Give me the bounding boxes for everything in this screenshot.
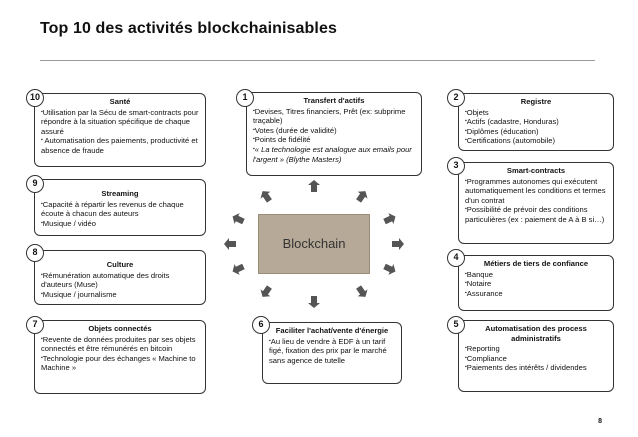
arrow-icon [231,262,245,276]
box-item: ▪Utilisation par la Sécu de smart-contra… [41,107,199,136]
badge-4: 4 [447,249,465,267]
box-item: ▪Objets [465,107,489,117]
box-item: ▪Rémunération automatique des droits d'a… [41,270,170,290]
arrow-icon [355,284,369,299]
box-heading: Métiers de tiers de confiance [483,259,589,268]
box-item: ▪Diplômes (éducation) [465,126,539,136]
badge-10: 10 [26,89,44,107]
box-item: ▪Musique / vidéo [41,218,96,228]
arrow-icon [391,237,405,251]
box-objets-connectes: Objets connectés ▪Revente de données pro… [34,320,206,394]
badge-2: 2 [447,89,465,107]
box-culture: Culture ▪Rémunération automatique des dr… [34,250,206,305]
arrow-icon [355,189,369,204]
box-item: ▪Devises, Titres financiers, Prêt (ex: s… [253,106,406,126]
box-transfert-actifs: Transfert d'actifs ▪Devises, Titres fina… [246,92,422,176]
box-streaming: Streaming ▪Capacité à répartir les reven… [34,179,206,236]
box-item: ▪Actifs (cadastre, Honduras) [465,117,559,127]
box-item: ▪Compliance [465,353,507,363]
box-registre: Registre ▪Objets ▪Actifs (cadastre, Hond… [458,93,614,151]
arrow-icon [223,237,237,251]
badge-3: 3 [447,157,465,175]
box-item: ▪Revente de données produites par ses ob… [41,334,196,354]
badge-9: 9 [26,175,44,193]
box-item: ▪Musique / journalisme [41,289,117,299]
arrow-icon [259,189,273,204]
arrow-icon [231,212,245,226]
arrow-icon [307,179,321,193]
box-heading: Santé [109,97,131,106]
box-heading: Transfert d'actifs [303,96,365,105]
badge-6: 6 [252,316,270,334]
box-smart-contracts: Smart-contracts ▪Programmes autonomes qu… [458,162,614,244]
box-item: ▪Programmes autonomes qui exécutent auto… [465,176,606,205]
blockchain-center-box: Blockchain [258,214,370,274]
box-item: ▪Au lieu de vendre à EDF à un tarif figé… [269,336,387,365]
box-item: ▪Certifications (automobile) [465,136,555,146]
box-item: ▪Notaire [465,279,492,289]
box-heading: Culture [106,260,134,269]
box-heading: Automatisation des process administratif… [485,324,587,343]
arrow-icon [383,262,397,276]
page-number: 8 [598,418,602,425]
box-automatisation: Automatisation des process administratif… [458,320,614,392]
box-item: ▪Banque [465,269,493,279]
box-item: ▪Assurance [465,288,503,298]
box-item: ▪Technologie pour des échanges « Machine… [41,353,196,373]
box-heading: Registre [520,97,552,106]
box-item: ▪Capacité à répartir les revenus de chaq… [41,199,184,219]
box-item: ▪Votes (durée de validité) [253,125,337,135]
arrow-icon [383,212,397,226]
box-sante: Santé ▪Utilisation par la Sécu de smart-… [34,93,206,167]
badge-7: 7 [26,316,44,334]
box-item: ▪Reporting [465,344,500,354]
box-heading: Streaming [101,189,139,198]
box-item: ▪ Automatisation des paiements, producti… [41,136,198,155]
badge-1: 1 [236,89,254,107]
box-item: ▪Points de fidélité [253,135,311,145]
title-divider [40,60,595,61]
badge-5: 5 [447,316,465,334]
box-heading: Smart-contracts [506,166,566,175]
arrow-icon [259,284,273,299]
badge-8: 8 [26,244,44,262]
box-energie: Faciliter l'achat/vente d'énergie ▪Au li… [262,322,402,384]
box-tiers-confiance: Métiers de tiers de confiance ▪Banque ▪N… [458,255,614,311]
box-item: ▪« La technologie est analogue aux email… [253,144,412,164]
box-heading: Objets connectés [88,324,152,333]
page-title: Top 10 des activités blockchainisables [40,20,337,37]
box-heading: Faciliter l'achat/vente d'énergie [275,326,389,335]
arrow-icon [307,295,321,309]
box-item: ▪Paiements des intérêts / dividendes [465,363,587,373]
box-item: ▪Possibilité de prévoir des conditions p… [465,205,605,224]
